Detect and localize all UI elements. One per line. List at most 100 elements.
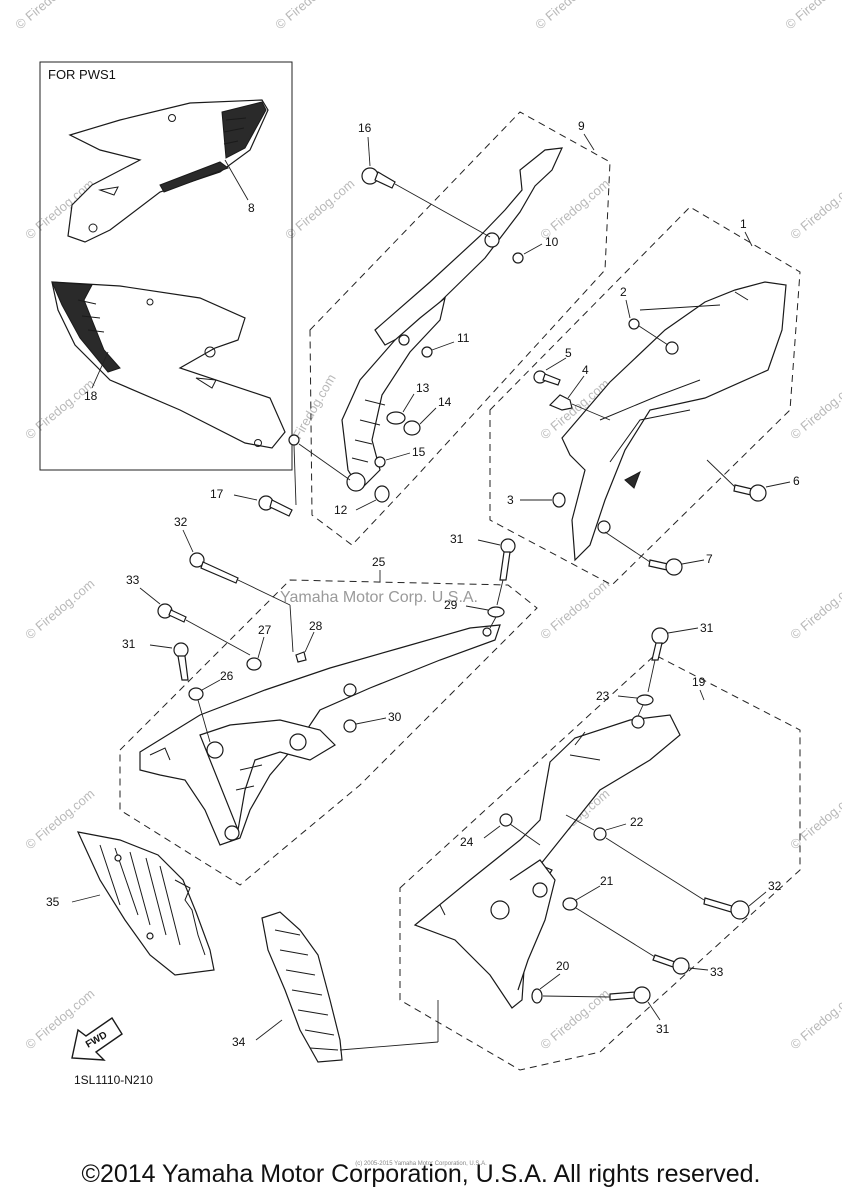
callout-2: 2	[620, 285, 627, 299]
watermark: © Firedog.com	[282, 176, 357, 242]
bolt-31-right-top	[651, 627, 669, 661]
leader-6-axis	[706, 459, 736, 488]
leader-30	[355, 717, 387, 725]
leader-15	[385, 452, 411, 461]
grommet-3	[552, 492, 566, 508]
leader-22-pre	[565, 814, 595, 831]
grommet-13	[386, 411, 406, 425]
part-25-frame-cover	[139, 624, 501, 846]
grommet-26	[188, 687, 204, 701]
inset-title: FOR PWS1	[48, 67, 116, 82]
washer-11	[421, 346, 433, 358]
bolt-7	[648, 558, 683, 576]
part-34-louver	[261, 911, 343, 1063]
watermark: © Firedog.com	[787, 786, 842, 852]
collar-12	[374, 485, 390, 503]
watermark: © Firedog.com	[12, 0, 87, 32]
leader-17-axis	[293, 444, 297, 506]
leader-23	[617, 695, 638, 699]
nut-2	[628, 318, 640, 330]
leader-16-axis	[394, 183, 491, 238]
leader-7-axis	[604, 531, 651, 563]
leader-32a-axis	[237, 579, 291, 606]
callout-28: 28	[309, 619, 323, 633]
group-9-boundary	[309, 111, 611, 546]
collar-23	[636, 694, 654, 706]
leader-17	[233, 494, 258, 501]
leader-24-axis	[509, 823, 541, 846]
collar-29	[487, 606, 505, 618]
leader-7	[681, 559, 705, 565]
leader-1	[744, 231, 753, 247]
leader-26	[201, 679, 221, 691]
collar-20	[531, 988, 543, 1004]
part-9-bracket	[341, 147, 563, 492]
leader-33b-axis	[575, 907, 656, 958]
leader-31a-axis	[496, 579, 504, 606]
bolt-31-left	[173, 642, 189, 681]
bolt-32-right	[703, 897, 750, 920]
leader-18	[91, 351, 109, 389]
callout-31b: 31	[122, 637, 136, 651]
leader-10	[523, 243, 543, 255]
bolt-16	[361, 167, 396, 189]
clip-4	[548, 394, 573, 411]
watermark: © Firedog.com	[22, 376, 97, 442]
bolt-31-top	[499, 538, 516, 581]
copyright-footer: ©2014 Yamaha Motor Corporation, U.S.A. A…	[81, 1160, 761, 1188]
callout-8: 8	[248, 201, 255, 215]
watermark-inset: Firedog.com	[290, 371, 339, 441]
bolt-31-right-bottom	[609, 986, 651, 1004]
leader-31b	[149, 644, 173, 649]
callout-14: 14	[438, 395, 452, 409]
bolt-33-right	[652, 954, 690, 975]
callout-20: 20	[556, 959, 570, 973]
leader-washer-axis	[298, 443, 351, 481]
callout-30: 30	[388, 710, 402, 724]
callout-25: 25	[372, 555, 386, 569]
leader-32b-axis	[605, 837, 705, 901]
leader-22	[605, 823, 627, 831]
leader-19	[699, 689, 705, 701]
callout-16: 16	[358, 121, 372, 135]
leader-20	[539, 973, 561, 990]
callout-9: 9	[578, 119, 585, 133]
group-25-boundary	[119, 579, 538, 886]
callout-18: 18	[84, 389, 98, 403]
leader-23-axis	[637, 704, 644, 717]
watermark: © Firedog.com	[782, 0, 842, 32]
nut-30	[343, 719, 357, 733]
callout-3: 3	[507, 493, 514, 507]
callout-34: 34	[232, 1035, 246, 1049]
callout-19: 19	[692, 675, 706, 689]
leader-31c	[667, 627, 699, 634]
center-watermark: Yamaha Motor Corp. U.S.A.	[280, 589, 478, 606]
watermark: © Firedog.com	[787, 176, 842, 242]
callout-24: 24	[460, 835, 474, 849]
callout-31d: 31	[656, 1022, 670, 1036]
washer-15	[374, 456, 386, 468]
leader-4	[567, 375, 585, 399]
collar-22	[593, 827, 607, 841]
callout-22: 22	[630, 815, 644, 829]
watermark: © Firedog.com	[787, 986, 842, 1052]
leader-34-link	[339, 1041, 439, 1051]
callout-35: 35	[46, 895, 60, 909]
part-19-shroud	[413, 714, 681, 1009]
callout-31a: 31	[450, 532, 464, 546]
callout-21: 21	[600, 874, 614, 888]
plug-14	[403, 420, 421, 436]
small-copyright: (c) 2005-2015 Yamaha Motor Corporation, …	[355, 1161, 487, 1167]
pws1-inset: FOR PWS1 8 18	[39, 61, 293, 471]
leader-33b	[688, 967, 709, 971]
leader-8	[224, 159, 249, 201]
callout-33a: 33	[126, 573, 140, 587]
leader-35	[71, 894, 101, 903]
callout-33b: 33	[710, 965, 724, 979]
callout-1: 1	[740, 217, 747, 231]
callout-5: 5	[565, 346, 572, 360]
bolt-6	[733, 484, 767, 502]
part-35-louver	[76, 831, 215, 976]
leader-12	[355, 499, 377, 511]
